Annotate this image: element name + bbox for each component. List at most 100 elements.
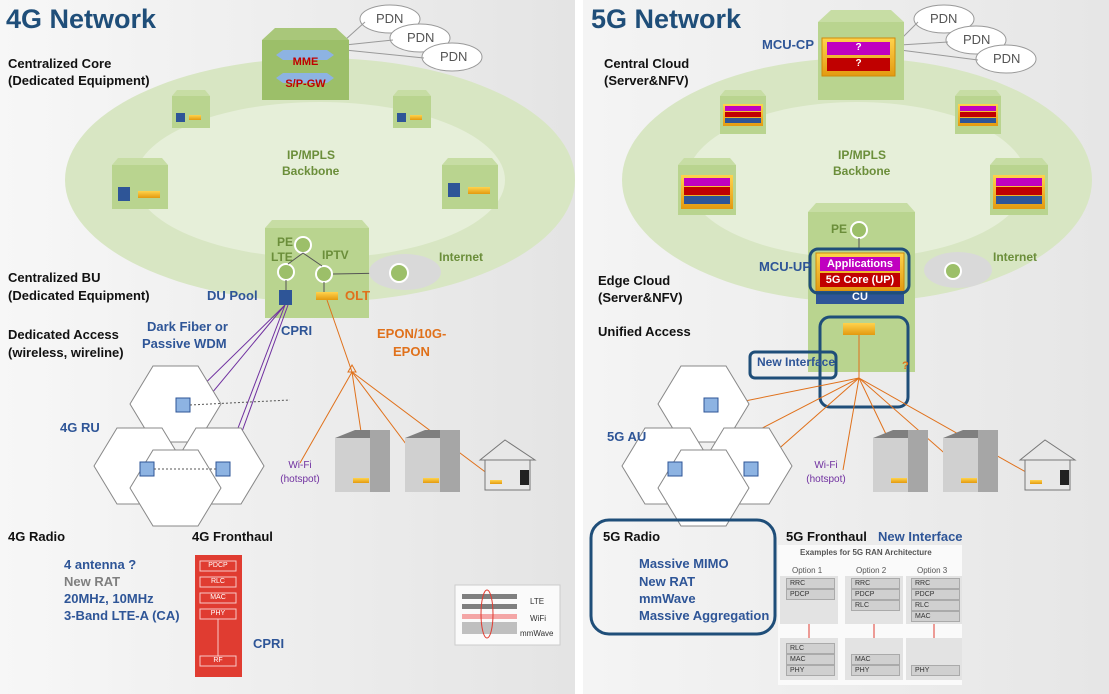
edge-cloud-line2: (Server&NFV) bbox=[598, 290, 683, 305]
mcu-up-label: MCU-UP bbox=[759, 259, 811, 274]
iptv-label: IPTV bbox=[322, 248, 349, 262]
ru-label: 4G RU bbox=[60, 420, 100, 435]
option-3-top-mac: MAC bbox=[911, 611, 960, 622]
wifi-label-4g-1: Wi-Fi bbox=[288, 460, 312, 471]
internet-router-5g bbox=[944, 262, 962, 280]
option-2-top-rrc: RRC bbox=[851, 578, 900, 589]
radio-item-1: 4 antenna ? bbox=[64, 557, 137, 572]
stack-rf: RF bbox=[213, 657, 223, 664]
mcu-cp-label: MCU-CP bbox=[762, 37, 814, 52]
panel-divider bbox=[575, 0, 583, 694]
pdn-label-5g-2: PDN bbox=[963, 32, 991, 47]
ring-servers-4g bbox=[112, 90, 498, 209]
pdn-label-1: PDN bbox=[376, 11, 404, 26]
ran-title: Examples for 5G RAN Architecture bbox=[800, 548, 932, 557]
stack-cpri-label: CPRI bbox=[253, 636, 285, 651]
olt-icon bbox=[316, 292, 338, 300]
pe-label-4g: PE bbox=[277, 235, 294, 249]
cp-box-2-label: ? bbox=[855, 58, 862, 69]
lte-label: LTE bbox=[271, 250, 293, 264]
edge-highlight-box bbox=[808, 247, 911, 295]
backbone-inner-5g bbox=[687, 102, 1027, 258]
new-interface-label: New Interface bbox=[757, 355, 836, 369]
unified-access-device bbox=[843, 323, 875, 335]
legend-mmwave: mmWave bbox=[520, 629, 554, 638]
fronthaul-label-5g: 5G Fronthaul bbox=[786, 529, 867, 544]
pdn-label-2: PDN bbox=[407, 30, 435, 45]
buildings-4g bbox=[335, 430, 537, 492]
access-label-line2: (wireless, wireline) bbox=[8, 345, 124, 360]
backbone-inner-4g bbox=[135, 102, 505, 258]
core-label-line2: (Dedicated Equipment) bbox=[8, 73, 150, 88]
fronthaul-new-interface: New Interface bbox=[878, 529, 963, 544]
ring-servers-5g bbox=[678, 90, 1048, 215]
option-1-top-pdcp: PDCP bbox=[786, 589, 835, 600]
cp-box-1 bbox=[827, 42, 890, 55]
pdn-label-3: PDN bbox=[440, 49, 468, 64]
radio-5g-item-1: Massive MIMO bbox=[639, 556, 729, 571]
wifi-label-4g-2: (hotspot) bbox=[280, 474, 320, 485]
title-5g: 5G Network bbox=[591, 4, 742, 34]
backbone-label-4g-2: Backbone bbox=[282, 164, 340, 178]
core-label-line1: Centralized Core bbox=[8, 56, 112, 71]
pdn-clouds-5g bbox=[913, 4, 1037, 74]
radio-5g-item-4: Massive Aggregation bbox=[639, 608, 770, 623]
internet-router-4g bbox=[389, 263, 409, 283]
pdn-label-5g-3: PDN bbox=[993, 51, 1021, 66]
epon-label-line2: EPON bbox=[393, 344, 430, 359]
radio-label-5g: 5G Radio bbox=[603, 529, 661, 544]
au-label: 5G AU bbox=[607, 429, 647, 444]
stack-pdcp: PDCP bbox=[208, 562, 228, 569]
du-pool-icon bbox=[279, 290, 292, 305]
edge-stack-applications: Applications bbox=[826, 258, 893, 270]
stack-rlc: RLC bbox=[210, 578, 225, 585]
antennas-4g bbox=[139, 397, 231, 477]
cp-box-2 bbox=[827, 58, 890, 71]
wifi-label-5g-2: (hotspot) bbox=[806, 474, 846, 485]
pe-label-5g: PE bbox=[831, 222, 848, 236]
backbone-label-4g-1: IP/MPLS bbox=[287, 148, 336, 162]
fronthaul-label-4g: 4G Fronthaul bbox=[192, 529, 273, 544]
mme-label: MME bbox=[292, 56, 319, 68]
radio-5g-item-2: New RAT bbox=[639, 574, 696, 589]
internet-label-5g: Internet bbox=[993, 250, 1038, 264]
pdn-clouds-4g bbox=[359, 4, 483, 72]
edge-stack-core: 5G Core (UP) bbox=[825, 274, 895, 286]
wifi-label-5g-1: Wi-Fi bbox=[814, 460, 838, 471]
option-1-name: Option 1 bbox=[792, 566, 823, 575]
olt-label: OLT bbox=[345, 288, 371, 303]
option-2-top-rlc: RLC bbox=[851, 600, 900, 611]
edge-stack-cu: CU bbox=[852, 291, 868, 303]
cp-box-1-label: ? bbox=[855, 42, 862, 53]
option-2-name: Option 2 bbox=[856, 566, 887, 575]
core-server-4g bbox=[262, 28, 349, 100]
radio-item-3: 20MHz, 10MHz bbox=[64, 591, 154, 606]
bu-label-line1: Centralized BU bbox=[8, 270, 101, 285]
spgw-label: S/P-GW bbox=[285, 78, 326, 90]
option-1-bottom-phy: PHY bbox=[786, 665, 835, 676]
option-2-top-pdcp: PDCP bbox=[851, 589, 900, 600]
stack-phy: PHY bbox=[210, 610, 226, 617]
option-1-top-rrc: RRC bbox=[786, 578, 835, 589]
backbone-label-5g-1: IP/MPLS bbox=[838, 148, 887, 162]
title-4g: 4G Network bbox=[6, 4, 157, 34]
access-highlight-box bbox=[818, 315, 910, 409]
legend-lte: LTE bbox=[530, 597, 545, 606]
option-3-top-pdcp: PDCP bbox=[911, 589, 960, 600]
option-2-bottom-phy: PHY bbox=[851, 665, 900, 676]
central-cloud-line1: Central Cloud bbox=[604, 56, 690, 71]
protocol-stack-4g bbox=[195, 555, 242, 677]
edge-cloud-line1: Edge Cloud bbox=[598, 273, 671, 288]
internet-label-4g: Internet bbox=[439, 250, 484, 264]
option-3-bottom-phy: PHY bbox=[911, 665, 960, 676]
5g-radio-box bbox=[589, 518, 777, 636]
pdn-links-4g bbox=[344, 21, 425, 59]
pdn-label-5g-1: PDN bbox=[930, 11, 958, 26]
radio-5g-item-3: mmWave bbox=[639, 591, 696, 606]
access-label-line1: Dedicated Access bbox=[8, 327, 119, 342]
radio-item-4: 3-Band LTE-A (CA) bbox=[64, 608, 180, 623]
question-mark: ? bbox=[902, 360, 909, 372]
splitter-icon-4g bbox=[347, 363, 357, 373]
